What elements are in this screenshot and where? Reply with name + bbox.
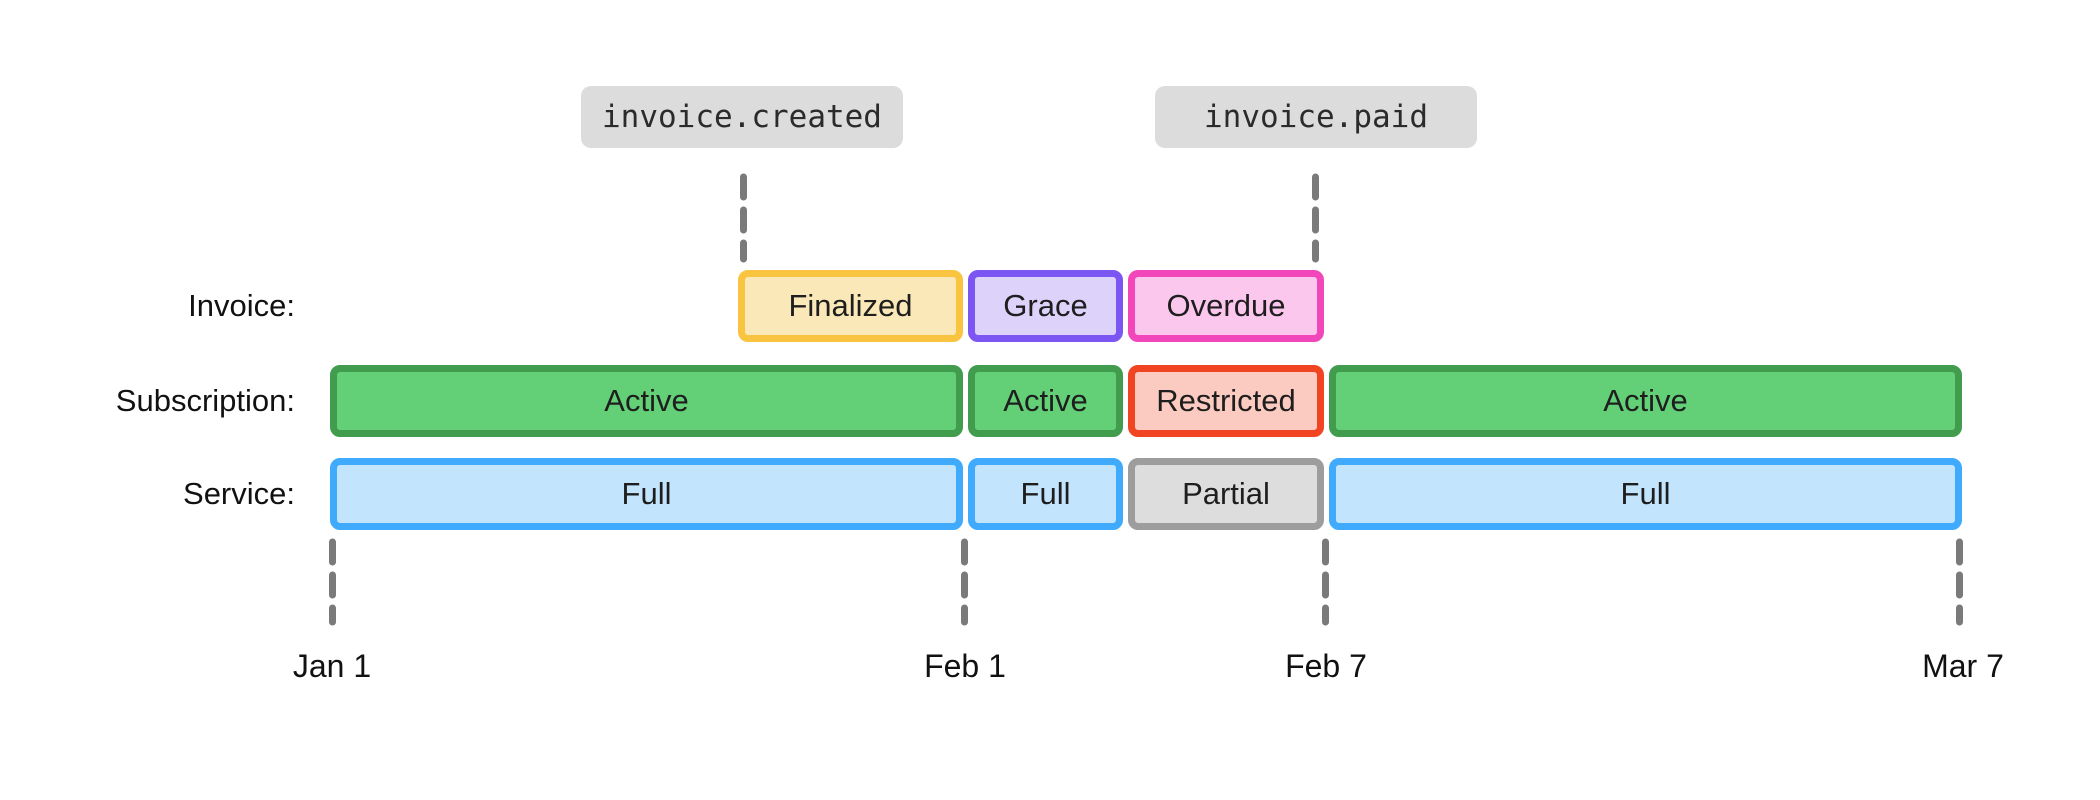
segment-service-full-2: Full	[968, 458, 1123, 530]
row-label-service: Service:	[183, 476, 295, 511]
segment-label: Restricted	[1156, 383, 1296, 418]
event-pill-invoice-paid: invoice.paid	[1155, 86, 1477, 148]
row-label-invoice: Invoice:	[188, 288, 295, 323]
segment-label: Active	[1003, 383, 1088, 418]
segment-label: Active	[604, 383, 689, 418]
segment-label: Overdue	[1166, 288, 1286, 323]
axis-tick-dash-jan-1	[329, 538, 336, 626]
segment-service-partial: Partial	[1128, 458, 1324, 530]
segment-label: Partial	[1182, 476, 1270, 511]
segment-subscription-active-1: Active	[330, 365, 963, 437]
segment-subscription-restricted: Restricted	[1128, 365, 1324, 437]
service-row: Full Full Partial Full	[330, 458, 1962, 530]
segment-service-full-3: Full	[1329, 458, 1962, 530]
event-pill-invoice-created: invoice.created	[581, 86, 903, 148]
segment-service-full-1: Full	[330, 458, 963, 530]
segment-label: Full	[1020, 476, 1071, 511]
segment-invoice-overdue: Overdue	[1128, 270, 1324, 342]
subscription-row: Active Active Restricted Active	[330, 365, 1962, 437]
segment-label: Full	[1620, 476, 1671, 511]
axis-tick-dash-feb-7	[1322, 538, 1329, 626]
invoice-row: Finalized Grace Overdue	[738, 270, 1324, 342]
segment-label: Active	[1603, 383, 1688, 418]
segment-label: Grace	[1003, 288, 1088, 323]
axis-tick-dash-mar-7	[1956, 538, 1963, 626]
segment-subscription-active-3: Active	[1329, 365, 1962, 437]
connector-dash-invoice-paid	[1312, 173, 1319, 263]
axis-label-mar-7: Mar 7	[1922, 648, 2004, 684]
connector-dash-invoice-created	[740, 173, 747, 263]
segment-invoice-grace: Grace	[968, 270, 1123, 342]
row-label-subscription: Subscription:	[115, 383, 295, 418]
axis-label-feb-7: Feb 7	[1285, 648, 1367, 684]
segment-label: Finalized	[788, 288, 913, 323]
segment-label: Full	[621, 476, 672, 511]
axis-tick-dash-feb-1	[961, 538, 968, 626]
axis-label-feb-1: Feb 1	[924, 648, 1006, 684]
segment-subscription-active-2: Active	[968, 365, 1123, 437]
axis-label-jan-1: Jan 1	[292, 648, 372, 684]
segment-invoice-finalized: Finalized	[738, 270, 963, 342]
